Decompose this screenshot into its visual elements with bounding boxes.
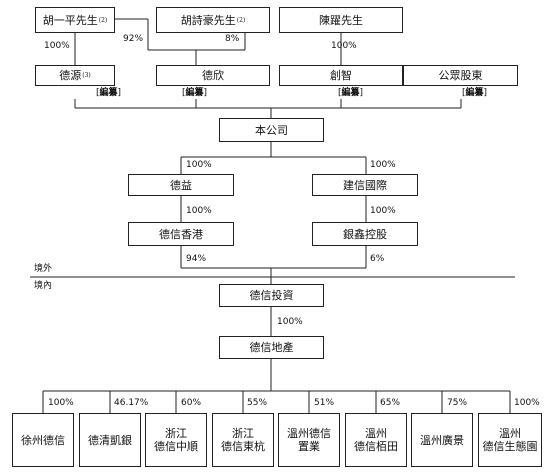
- node-jianxin: 建信國際: [312, 174, 418, 196]
- region-onshore-label: 境內: [34, 281, 53, 291]
- pct-jianxin-to-yinxin: 100%: [370, 206, 396, 216]
- company-node: 本公司: [219, 118, 324, 142]
- shareholder-chen-yao: 陳躍先生: [279, 7, 403, 33]
- shareholder-hu-shihao-label: 胡詩豪先生: [180, 13, 236, 27]
- subsidiary-box: 溫州廣景: [411, 413, 473, 467]
- holder-public-label: 公眾股東: [438, 69, 483, 82]
- subsidiary-line1: 溫州德信: [287, 427, 331, 440]
- pct-subsidiary: 51%: [314, 398, 335, 408]
- pct-deyi-to-hk: 100%: [186, 206, 212, 216]
- subsidiary-line1: 溫州: [499, 427, 521, 440]
- redacted-tag-chuangzhi: [編纂]: [338, 88, 364, 98]
- subsidiary-box: 溫州德信栢田: [345, 413, 407, 467]
- pct-yinxin-to-invest: 6%: [370, 254, 385, 264]
- pct-chen-to-chuangzhi: 100%: [331, 41, 357, 51]
- holder-dexin-label: 德欣: [202, 69, 224, 82]
- company-label: 本公司: [255, 123, 288, 137]
- subsidiary-line2: 置業: [298, 440, 320, 453]
- shareholder-hu-yiping: 胡一平先生(2): [35, 7, 115, 33]
- subsidiary-line1: 浙江: [232, 427, 254, 440]
- pct-hushihao-to-dexin: 8%: [225, 34, 240, 44]
- shareholder-hu-yiping-label: 胡一平先生: [42, 13, 98, 27]
- subsidiary-line2: 德信東杭: [221, 440, 265, 453]
- holder-deyuan-label: 德源: [59, 69, 82, 82]
- pct-company-to-deyi: 100%: [186, 160, 212, 170]
- pct-subsidiary: 100%: [514, 398, 540, 408]
- pct-subsidiary: 55%: [247, 398, 268, 408]
- node-deyi-label: 德益: [170, 178, 192, 192]
- node-dexin-hk-label: 德信香港: [159, 227, 203, 241]
- shareholder-hu-shihao: 胡詩豪先生(2): [156, 7, 270, 33]
- subsidiary-line1: 德清凱銀: [88, 433, 132, 447]
- subsidiary-line1: 徐州德信: [21, 433, 65, 447]
- node-dexin-invest-label: 德信投資: [249, 289, 294, 302]
- node-jianxin-label: 建信國際: [343, 178, 387, 192]
- node-yinxin-label: 銀鑫控股: [343, 227, 387, 241]
- subsidiary-box: 德清凱銀: [79, 413, 141, 467]
- node-yinxin: 銀鑫控股: [312, 222, 418, 246]
- subsidiary-box: 浙江德信中順: [145, 413, 207, 467]
- pct-company-to-jianxin: 100%: [370, 160, 396, 170]
- shareholder-chen-yao-label: 陳躍先生: [319, 13, 363, 27]
- subsidiary-line1: 浙江: [165, 427, 187, 440]
- node-dexin-hk: 德信香港: [128, 222, 234, 246]
- region-offshore-label: 境外: [34, 264, 53, 274]
- node-dexin-invest: 德信投資: [219, 284, 324, 307]
- node-dexin-property: 德信地產: [219, 336, 324, 359]
- redacted-tag-dexin: [編纂]: [182, 88, 208, 98]
- pct-hu-to-deyuan: 100%: [44, 41, 70, 51]
- redacted-tag-deyuan: [編纂]: [96, 88, 122, 98]
- holder-deyuan: 德源(3): [35, 65, 115, 86]
- pct-subsidiary: 100%: [48, 398, 74, 408]
- subsidiary-box: 徐州德信: [12, 413, 74, 467]
- node-dexin-property-label: 德信地產: [249, 341, 294, 354]
- holder-chuangzhi: 創智: [279, 65, 403, 86]
- subsidiary-line1: 溫州: [365, 427, 387, 440]
- holder-chuangzhi-label: 創智: [330, 69, 352, 82]
- node-deyi: 德益: [128, 174, 234, 196]
- footnote-marker: (2): [98, 16, 108, 24]
- subsidiary-line2: 德信中順: [154, 440, 198, 453]
- holder-dexin: 德欣: [156, 65, 270, 86]
- pct-hk-to-invest: 94%: [186, 254, 207, 264]
- pct-subsidiary: 60%: [181, 398, 202, 408]
- subsidiary-box: 溫州德信生態園: [478, 413, 542, 467]
- footnote-marker: (3): [82, 72, 91, 79]
- subsidiary-box: 浙江德信東杭: [212, 413, 274, 467]
- pct-hu-to-dexin: 92%: [123, 34, 144, 44]
- footnote-marker: (2): [236, 16, 246, 24]
- pct-subsidiary: 75%: [447, 398, 468, 408]
- subsidiary-line2: 德信栢田: [354, 440, 398, 453]
- holder-public: 公眾股東: [403, 65, 518, 86]
- subsidiary-line1: 溫州廣景: [420, 433, 464, 447]
- subsidiary-line2: 德信生態園: [482, 440, 538, 453]
- redacted-tag-public: [編纂]: [462, 88, 488, 98]
- subsidiary-box: 溫州德信置業: [278, 413, 340, 467]
- pct-subsidiary: 46.17%: [114, 398, 149, 408]
- pct-invest-to-property: 100%: [277, 317, 303, 327]
- pct-subsidiary: 65%: [380, 398, 401, 408]
